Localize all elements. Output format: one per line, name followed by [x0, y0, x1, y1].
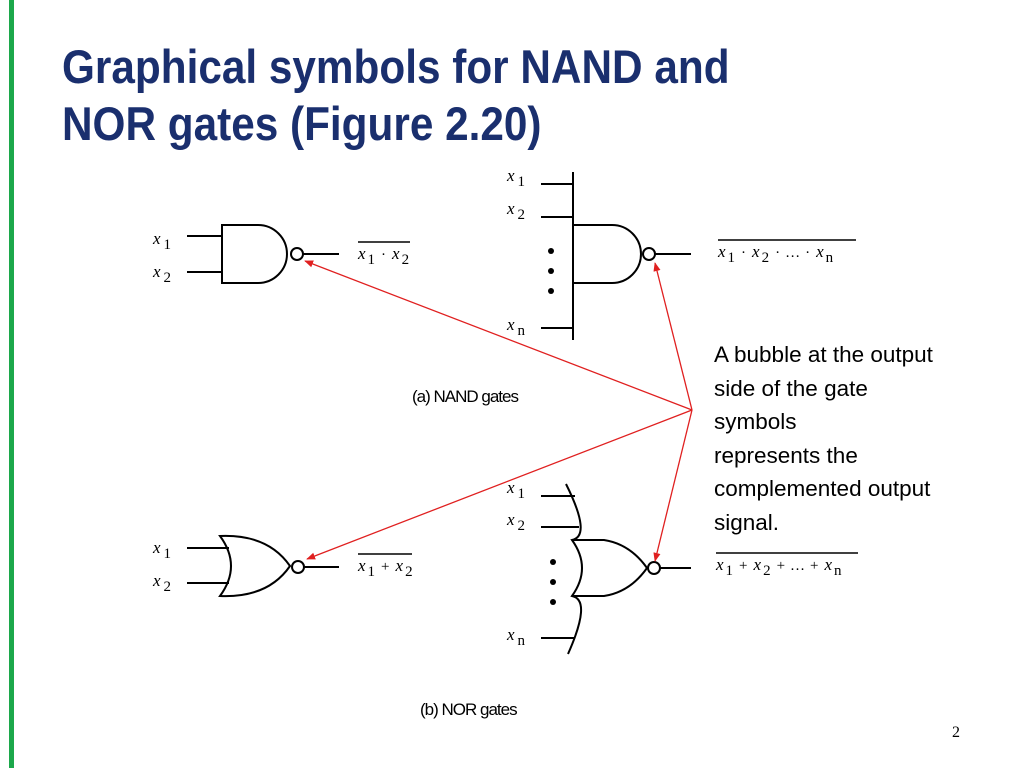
note-line-4: represents the: [714, 442, 858, 468]
page-number: 2: [952, 724, 960, 741]
slide-title: Graphical symbols for NAND and NOR gates…: [62, 38, 730, 152]
norn-bubble: [647, 561, 661, 575]
note-line-3: symbols: [714, 409, 797, 434]
nor2-bubble: [291, 560, 305, 574]
nandn-dot-3: [548, 288, 554, 294]
nand-n-input-gate: [541, 172, 691, 340]
arrow-to-norn-bubble: [653, 409, 693, 562]
note-line-1: A bubble at the output: [714, 342, 933, 367]
note-line-6: signal.: [714, 509, 780, 535]
title-line-1: Graphical symbols for NAND and: [62, 40, 730, 93]
nor-2-input-gate: [187, 534, 339, 598]
nand2-body: [221, 224, 288, 284]
norn-dot-2: [550, 579, 556, 585]
nand-caption: (a) NAND gates: [412, 387, 518, 406]
nandn-dot-1: [548, 248, 554, 254]
norn-vertical-dots: [550, 559, 556, 605]
nandn-bubble: [642, 247, 656, 261]
norn-dot-3: [550, 599, 556, 605]
title-line-2: NOR gates (Figure 2.20): [62, 97, 542, 150]
arrow-to-nand2-bubble: [304, 260, 693, 411]
accent-side-bar: [9, 0, 14, 768]
norn-body: [572, 539, 649, 597]
norn-input-curve: [565, 483, 583, 655]
norn-dot-1: [550, 559, 556, 565]
nandn-vertical-dots: [548, 248, 554, 294]
nor-n-input-gate: [541, 483, 691, 655]
note-line-2: side of the gate: [714, 375, 868, 401]
bubble-arrows: [304, 260, 693, 562]
nand2-bubble: [290, 247, 304, 261]
arrow-to-nor2-bubble: [306, 409, 693, 560]
nand-2-input-gate: [187, 224, 339, 284]
arrow-to-nandn-bubble: [653, 262, 693, 411]
bubble-explanation-note: A bubble at the output side of the gate …: [714, 338, 1004, 539]
nor-caption: (b) NOR gates: [420, 700, 517, 719]
nandn-body: [573, 224, 642, 284]
nor2-body: [218, 534, 292, 598]
note-line-5: complemented output: [714, 476, 931, 501]
nandn-dot-2: [548, 268, 554, 274]
